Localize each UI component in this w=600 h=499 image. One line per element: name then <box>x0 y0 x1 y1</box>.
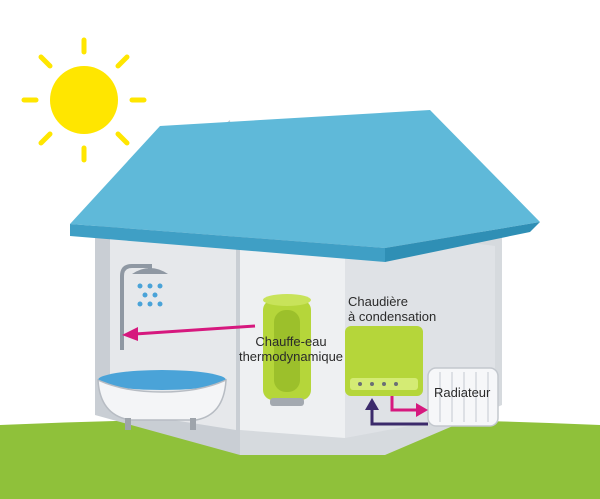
water-heater-label: Chauffe-eau thermodynamique <box>232 334 350 364</box>
hot-water-arrow <box>122 324 256 341</box>
radiator-label: Radiateur <box>434 385 491 400</box>
shower-icon <box>120 264 168 350</box>
water-heater-label-line1: Chauffe-eau <box>255 334 327 349</box>
water-heater-label-line2: thermodynamique <box>238 349 344 364</box>
boiler-icon <box>345 326 423 396</box>
boiler-label: Chaudière à condensation <box>348 294 436 324</box>
boiler-label-line1: Chaudière <box>348 294 408 309</box>
bathtub-icon <box>97 370 227 430</box>
roof <box>70 110 540 262</box>
heating-supply-arrow <box>390 396 428 417</box>
heating-return-arrow <box>365 398 428 426</box>
radiator-icon <box>427 367 499 427</box>
boiler-label-line2: à condensation <box>348 309 437 324</box>
grass-ground <box>0 418 600 499</box>
water-heater-icon <box>263 294 311 406</box>
sun-icon <box>21 37 147 163</box>
